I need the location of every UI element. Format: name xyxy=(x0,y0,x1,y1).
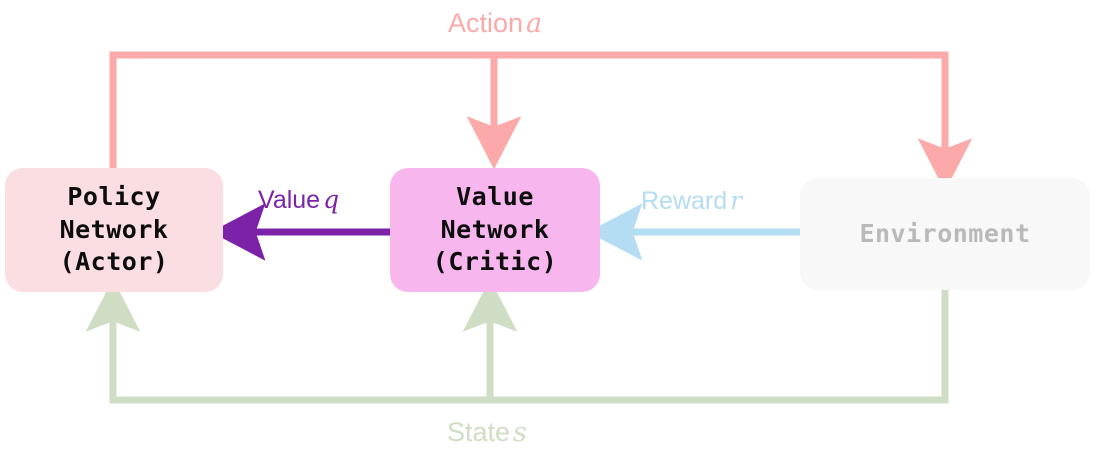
policy-network-line-2: Network xyxy=(59,214,169,244)
value-label-text: Value xyxy=(258,186,321,214)
value-network-line-3: (Critic) xyxy=(432,247,558,277)
action-label-symbol: a xyxy=(526,8,543,39)
action-edge-path xyxy=(109,51,973,192)
reward-label-symbol: r xyxy=(730,186,743,215)
value-label-symbol: q xyxy=(323,185,340,214)
reward-label-text: Reward xyxy=(641,187,728,215)
state-label-symbol: s xyxy=(513,417,527,448)
environment-line-1: Environment xyxy=(859,218,1031,248)
action-label-text: Action xyxy=(448,8,524,38)
value-network-line-2: Network xyxy=(440,214,550,244)
environment-node[interactable]: Environment xyxy=(800,178,1090,290)
value-network-line-1: Value xyxy=(456,182,534,212)
policy-network-line-1: Policy xyxy=(67,182,161,212)
value-network-node[interactable]: Value Network (Critic) xyxy=(390,168,600,292)
state-edge-path xyxy=(85,278,949,404)
policy-network-node[interactable]: Policy Network (Actor) xyxy=(5,168,223,292)
policy-network-line-3: (Actor) xyxy=(59,247,169,277)
state-label-text: State xyxy=(447,417,511,447)
